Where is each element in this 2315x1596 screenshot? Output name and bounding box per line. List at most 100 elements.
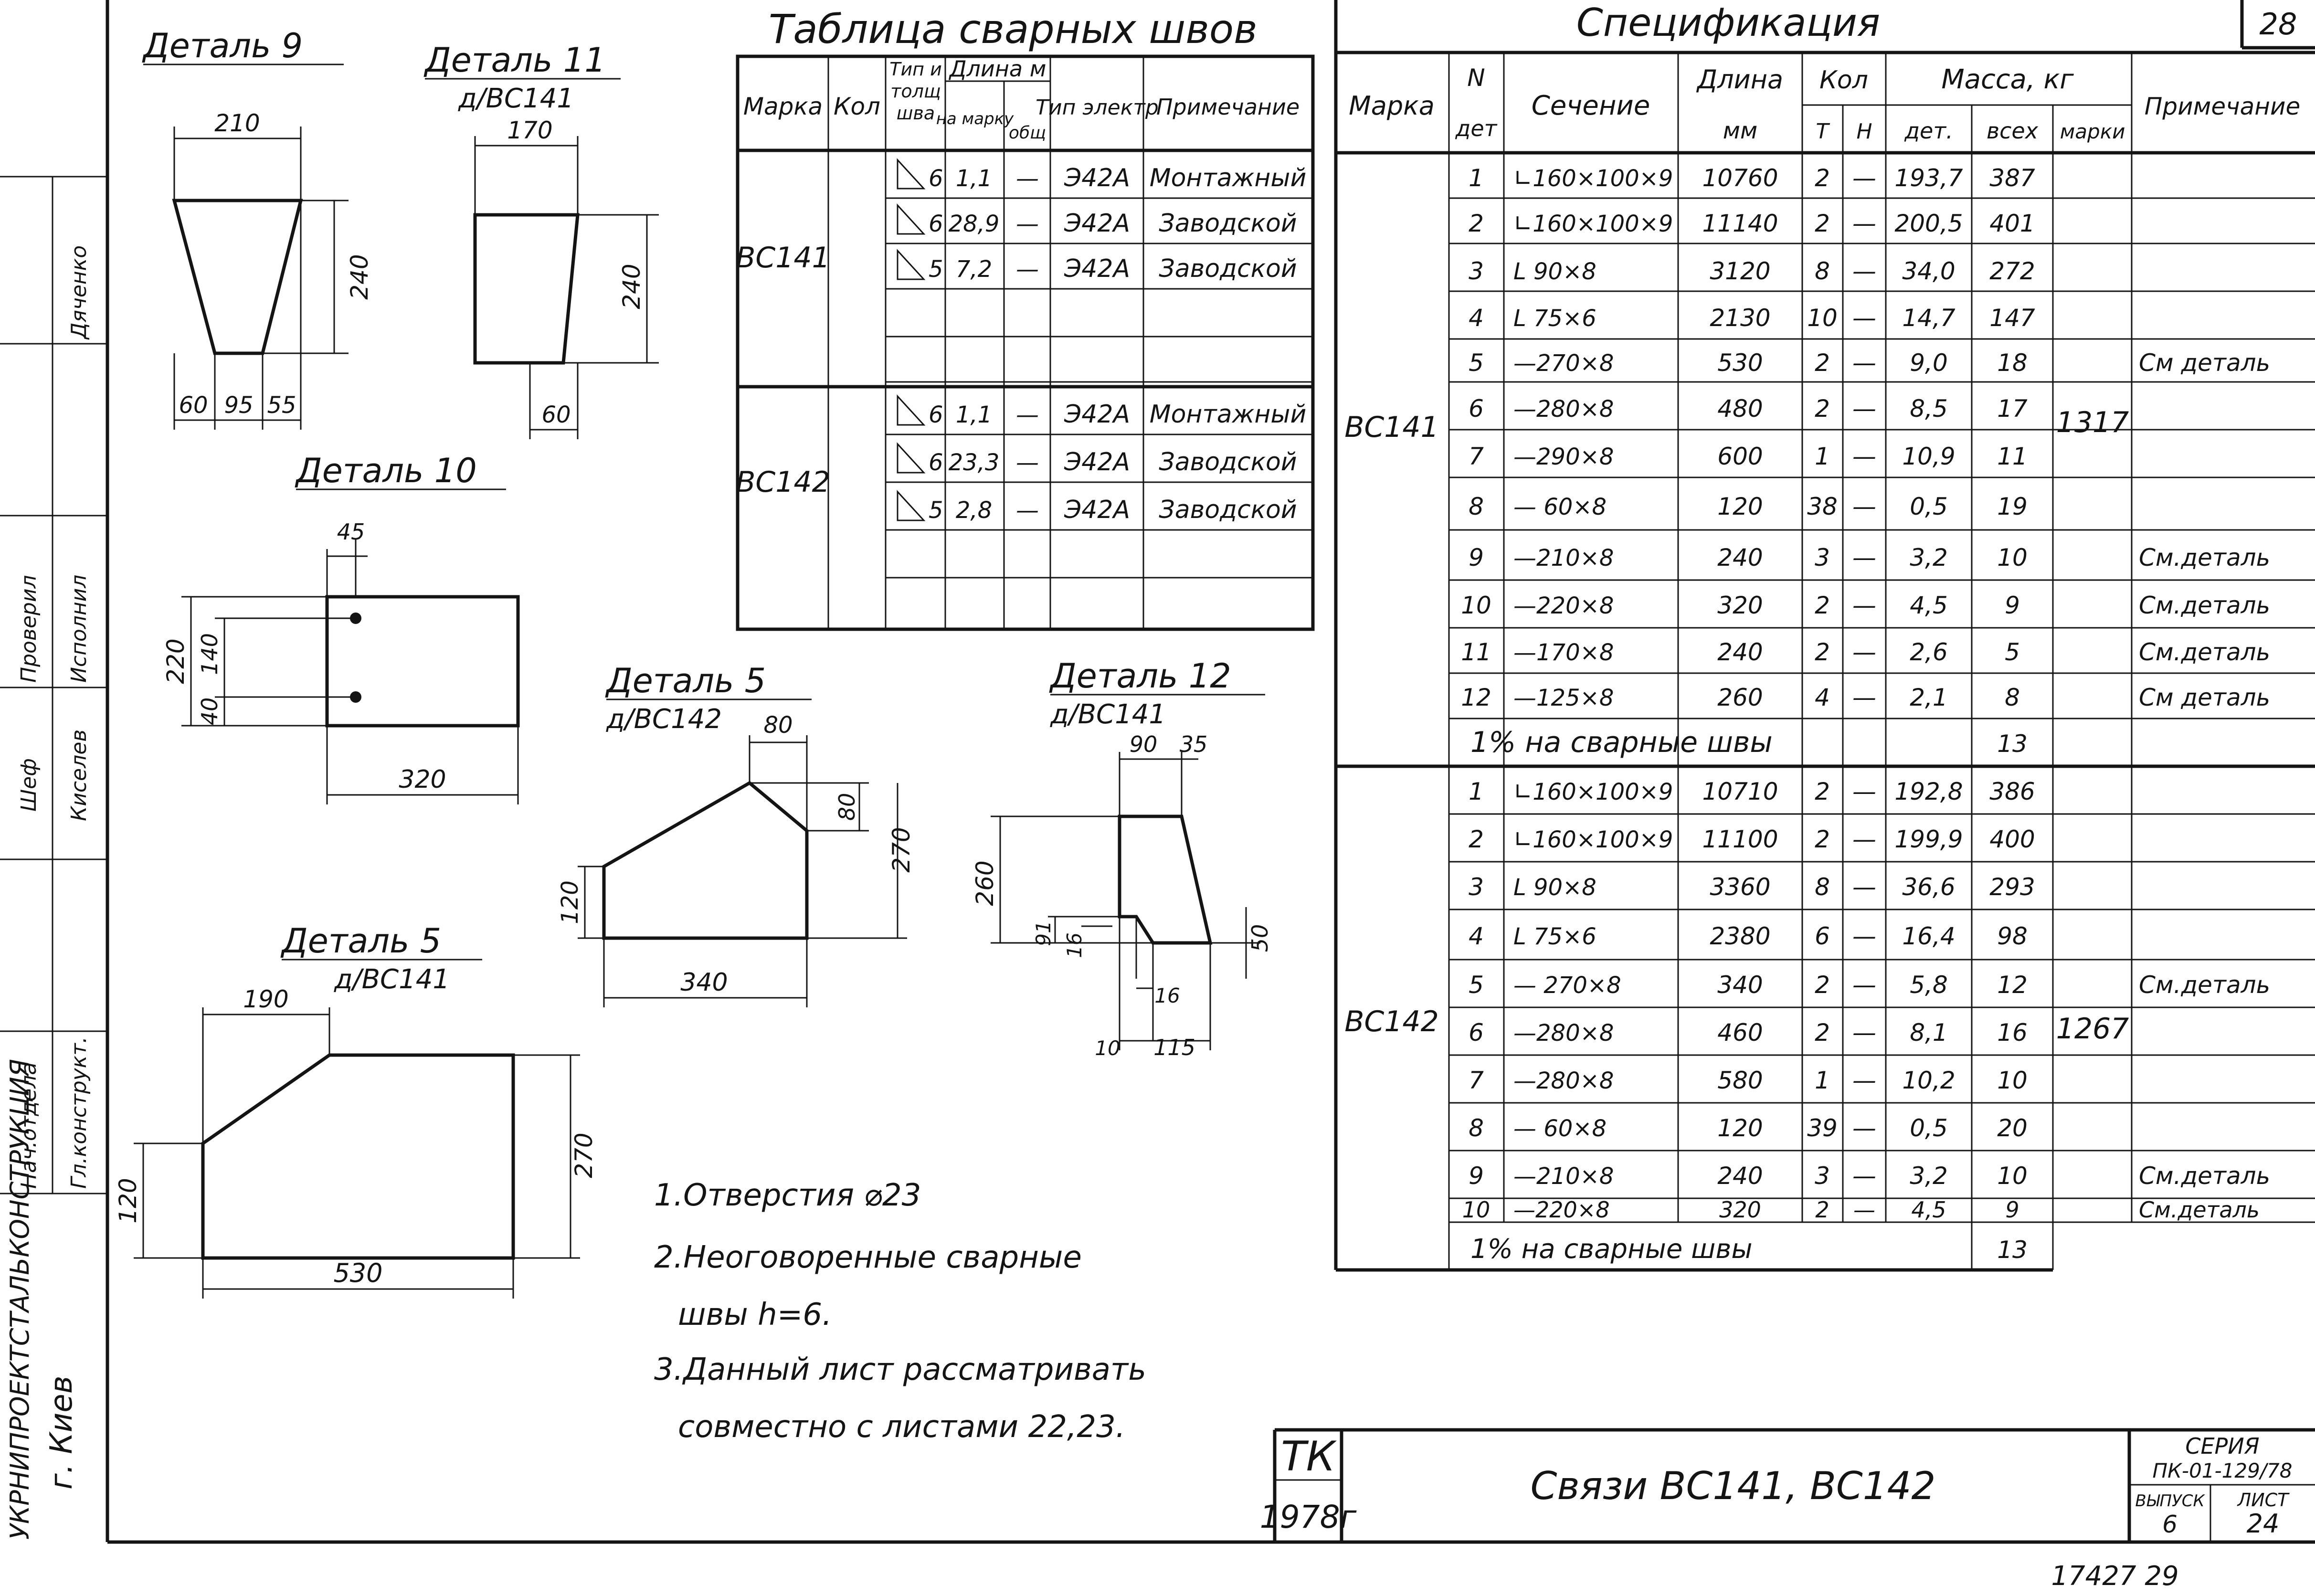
wt-g1-r2-seam: 6 [929, 211, 943, 237]
d9-dim-c: 55 [267, 392, 296, 419]
spec-cell-section: — 60×8 [1513, 1115, 1607, 1142]
wt-g2-r3-el: Э42А [1064, 496, 1130, 524]
spec-cell-all: 9 [2005, 1197, 2019, 1223]
wt-h-type: Тип и толщ шва [889, 59, 942, 124]
spec-row: 3 L 90×8 3120 8 — 34,0 272 [1469, 257, 2035, 285]
spec-cell-len: 320 [1719, 1197, 1761, 1223]
wt-g2-r2-seam: 6 [929, 449, 943, 476]
spec-cell-section: —125×8 [1513, 685, 1614, 711]
spec-cell-section: — 270×8 [1513, 972, 1621, 999]
spec-cell-t: 2 [1815, 164, 1830, 192]
spec-cell-all: 10 [1997, 544, 2028, 571]
wt-h-qty: Кол [834, 93, 880, 120]
d11-dim-height: 240 [618, 264, 645, 309]
wt-g2-r3-total: — [1016, 497, 1039, 524]
spec-cell-section: —170×8 [1513, 639, 1614, 666]
tb-issue: 6 [2162, 1511, 2178, 1538]
d10-dim-spacing: 140 [197, 633, 222, 675]
spec-cell-note: См деталь [2139, 684, 2270, 711]
wt-g1-r1-note: Монтажный [1150, 164, 1307, 192]
spec-cell-all: 10 [1997, 1067, 2028, 1094]
spec-cell-n: 12 [1461, 684, 1491, 711]
spec-cell-all: 16 [1997, 1019, 2028, 1046]
d5a-dim-chamfer: 80 [834, 793, 860, 821]
spec-cell-t: 2 [1815, 971, 1830, 999]
wt-g2-r3-seam: 5 [929, 497, 943, 524]
spec-cell-nn: — [1852, 971, 1876, 999]
spec-cell-all: 5 [2005, 638, 2020, 666]
spec-g1-welds-value: 13 [1997, 730, 2028, 758]
tb-series: ПК-01-129/78 [2153, 1459, 2293, 1482]
spec-cell-n: 8 [1469, 493, 1484, 520]
wt-h-electrode: Тип электр [1036, 95, 1159, 120]
spec-cell-nn: — [1853, 1197, 1875, 1223]
detail-5-vc142: Деталь 5 д/ВС142 80 80 270 120 340 [557, 661, 915, 1007]
spec-cell-all: 18 [1997, 349, 2028, 377]
spec-cell-t: 2 [1815, 1019, 1830, 1046]
detail-12-sub: д/ВС141 [1050, 699, 1166, 730]
spec-cell-n: 5 [1469, 349, 1484, 377]
spec-cell-t: 39 [1807, 1114, 1838, 1142]
wt-g2-r2-el: Э42А [1064, 448, 1130, 476]
frame [106, 0, 2315, 1544]
spec-cell-t: 2 [1815, 825, 1830, 853]
detail-9: Деталь 9 210 240 60 95 55 [142, 26, 373, 430]
spec-cell-det: 10,9 [1902, 443, 1955, 470]
spec-cell-all: 10 [1997, 1162, 2028, 1190]
spec-g1-mass-mark: 1317 [2056, 406, 2129, 439]
spec-h-det: дет [1455, 116, 1498, 141]
spec-cell-t: 1 [1815, 443, 1830, 470]
detail-12-title: Деталь 12 [1049, 656, 1231, 696]
spec-cell-nn: — [1852, 304, 1876, 332]
wt-g1-r1-len: 1,1 [956, 165, 992, 192]
wt-h-total: общ [1009, 123, 1046, 143]
tb-logo: ТК [1281, 1433, 1337, 1480]
spec-cell-n: 9 [1469, 1162, 1484, 1190]
spec-cell-section: L 75×6 [1513, 305, 1596, 332]
strip-name-2: Киселев [67, 729, 91, 821]
spec-cell-n: 4 [1469, 304, 1484, 332]
spec-cell-section: —280×8 [1513, 1020, 1614, 1046]
d5a-dim-width: 340 [680, 968, 728, 997]
weld-table: Таблица сварных швов Марка Кол Тип и тол… [736, 6, 1315, 631]
wt-g1-r3-note: Заводской [1159, 254, 1297, 283]
d5b-dim-width: 530 [333, 1258, 382, 1288]
spec-cell-n: 10 [1461, 592, 1491, 619]
spec-cell-t: 2 [1815, 638, 1830, 666]
spec-cell-n: 1 [1469, 778, 1484, 805]
spec-cell-det: 8,5 [1910, 395, 1948, 423]
spec-cell-nn: — [1852, 873, 1876, 901]
spec-cell-section: —220×8 [1513, 1197, 1610, 1223]
d9-dim-width: 210 [214, 109, 260, 137]
detail-5a-title: Деталь 5 [605, 661, 766, 700]
spec-cell-n: 5 [1469, 971, 1484, 999]
d10-dim-hole-offset: 45 [337, 519, 365, 545]
detail-12: Деталь 12 д/ВС141 90 35 260 91 16 50 16 … [971, 656, 1273, 1060]
spec-cell-len: 240 [1717, 1162, 1763, 1190]
detail-5a-sub: д/ВС142 [606, 704, 722, 735]
spec-cell-section: —220×8 [1513, 592, 1614, 619]
spec-g1-mark: ВС141 [1344, 411, 1439, 444]
spec-cell-section: —280×8 [1513, 1068, 1614, 1094]
weld-table-title: Таблица сварных швов [769, 6, 1258, 53]
strip-name-1: Гл.конструкт. [67, 1036, 91, 1189]
spec-row: 7 —290×8 600 1 — 10,9 11 [1469, 443, 2028, 470]
d5a-dim-top: 80 [763, 712, 793, 739]
spec-cell-len: 10760 [1702, 164, 1778, 192]
wt-g1-mark: ВС141 [736, 241, 830, 275]
spec-cell-det: 16,4 [1902, 922, 1955, 950]
spec-cell-nn: — [1852, 922, 1876, 950]
spec-cell-det: 3,2 [1910, 1162, 1948, 1190]
left-strip: Нач.отдела Гл.конструкт. Шеф Киселев Про… [0, 176, 107, 1540]
spec-cell-section: L 90×8 [1513, 258, 1596, 285]
spec-cell-n: 11 [1461, 638, 1491, 666]
spec-h-mass: Масса, кг [1941, 64, 2074, 95]
sheet-number: 28 [2260, 7, 2297, 42]
d12-dim-right: 50 [1247, 924, 1273, 952]
spec-cell-n: 3 [1469, 257, 1484, 285]
spec-cell-n: 4 [1469, 922, 1484, 950]
spec-cell-note: См.деталь [2139, 1197, 2260, 1223]
strip-role-3: Проверил [17, 575, 41, 683]
spec-h-mass-det: дет. [1904, 118, 1953, 144]
spec-cell-len: 2130 [1710, 304, 1770, 332]
